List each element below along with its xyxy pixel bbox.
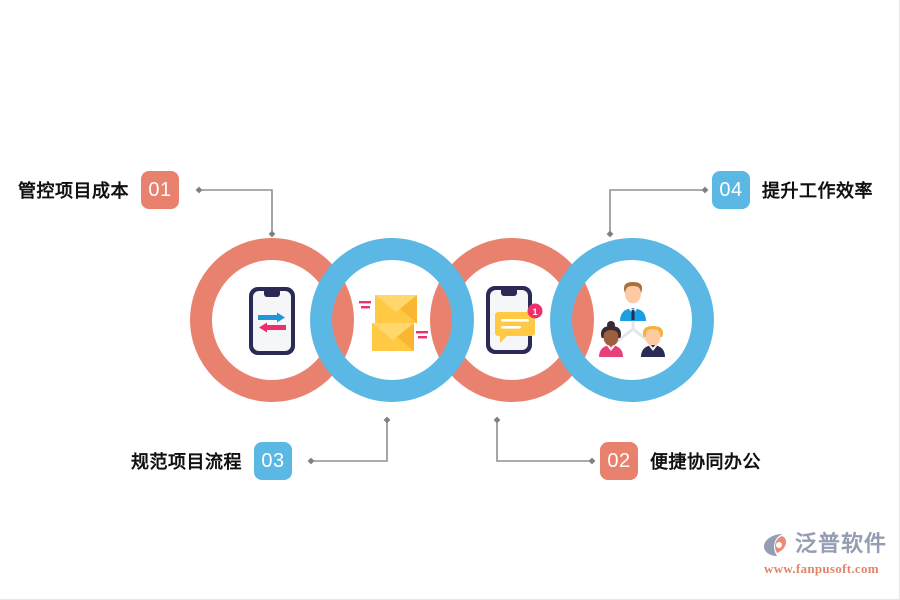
label-03-group[interactable]: 规范项目流程 03 — [131, 442, 292, 480]
envelope-top-icon — [375, 295, 417, 323]
speed-lines-secondary-icon — [416, 331, 428, 339]
label-01-badge[interactable]: 01 — [141, 171, 179, 209]
phone-transfer-icon — [249, 287, 295, 355]
notification-badge-icon: 1 — [527, 303, 543, 319]
icon-slot-team-people — [593, 281, 673, 359]
label-01-group[interactable]: 管控项目成本 01 — [18, 171, 179, 209]
label-02-text: 便捷协同办公 — [650, 452, 761, 472]
watermark: 泛普软件 www.fanpusoft.com — [762, 532, 892, 584]
fanpu-logo-icon — [764, 534, 786, 556]
watermark-brand-text: 泛普软件 — [795, 532, 888, 557]
connector-04 — [606, 186, 709, 238]
label-01-text: 管控项目成本 — [18, 181, 129, 201]
label-02-badge[interactable]: 02 — [600, 442, 638, 480]
envelope-bottom-icon — [372, 323, 414, 351]
person-top-icon — [620, 282, 646, 321]
notification-badge-count: 1 — [532, 307, 537, 317]
connector-02 — [493, 416, 596, 465]
arrow-left-icon — [259, 322, 286, 333]
person-right-icon — [641, 326, 665, 357]
arrow-right-icon — [258, 312, 285, 323]
label-04-group[interactable]: 04 提升工作效率 — [712, 171, 873, 209]
person-left-icon — [599, 321, 623, 357]
envelopes-icon — [359, 295, 428, 351]
chat-bubble-icon — [495, 312, 535, 343]
watermark-url-text: www.fanpusoft.com — [764, 561, 879, 576]
label-04-text: 提升工作效率 — [762, 181, 873, 201]
label-03-badge[interactable]: 03 — [254, 442, 292, 480]
connector-03 — [307, 416, 391, 465]
icon-slot-phone-message: 1 — [483, 284, 549, 358]
label-02-group[interactable]: 02 便捷协同办公 — [600, 442, 761, 480]
connector-01 — [195, 186, 276, 238]
icon-slot-phone-transfer — [242, 285, 302, 357]
phone-message-icon: 1 — [486, 286, 543, 354]
label-04-badge[interactable]: 04 — [712, 171, 750, 209]
speed-lines-icon — [359, 301, 371, 309]
icon-slot-envelopes — [358, 287, 430, 357]
team-people-icon — [599, 282, 665, 357]
watermark-brand-row: 泛普软件 — [762, 532, 887, 558]
label-03-text: 规范项目流程 — [131, 452, 242, 472]
